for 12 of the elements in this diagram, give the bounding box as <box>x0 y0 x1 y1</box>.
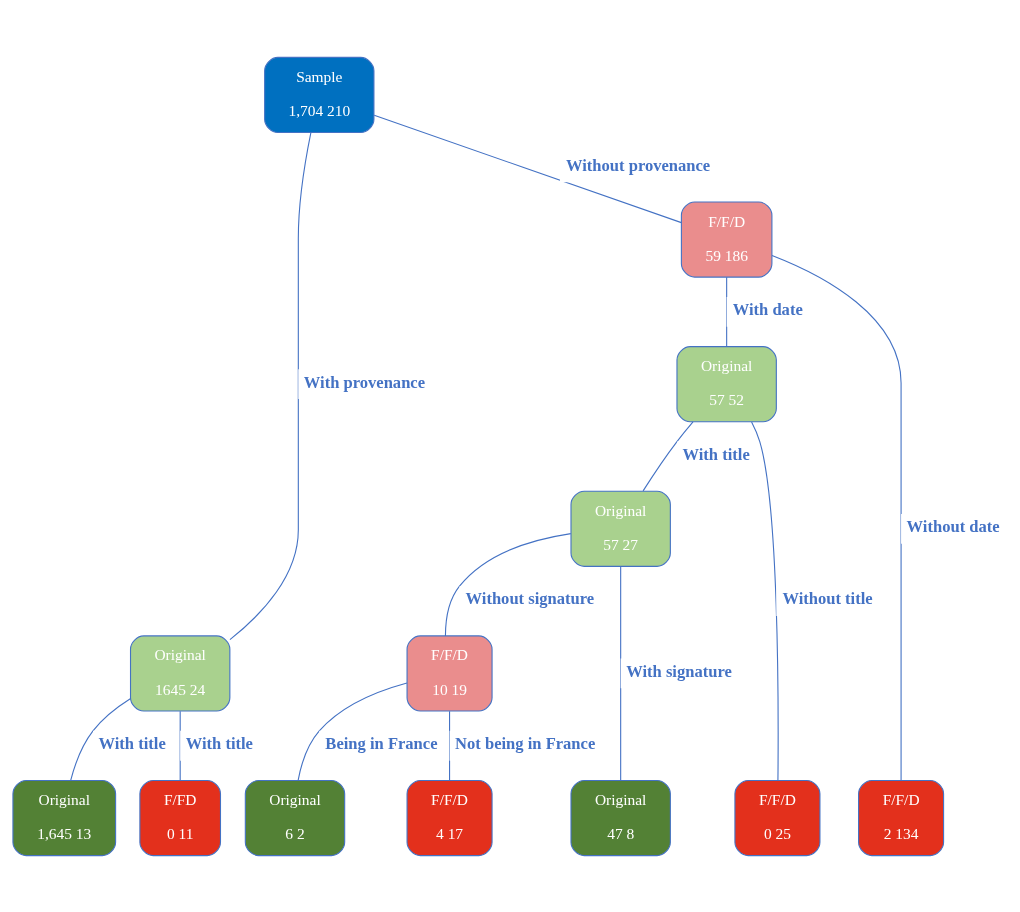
edge-label: Without title <box>782 588 873 608</box>
edge-label: With date <box>732 299 803 319</box>
edge-label: With title <box>185 733 253 753</box>
edge-label: Without provenance <box>566 155 711 175</box>
edge-label: Being in France <box>325 733 438 753</box>
edge-label: With signature <box>626 661 732 681</box>
edge-label: Not being in France <box>455 733 596 753</box>
edge-label: Without signature <box>465 588 595 608</box>
edge-label: With provenance <box>303 372 426 391</box>
edge-label: With title <box>682 444 750 464</box>
edge-label: Without date <box>906 516 1000 536</box>
edge-label: With title <box>98 733 166 753</box>
